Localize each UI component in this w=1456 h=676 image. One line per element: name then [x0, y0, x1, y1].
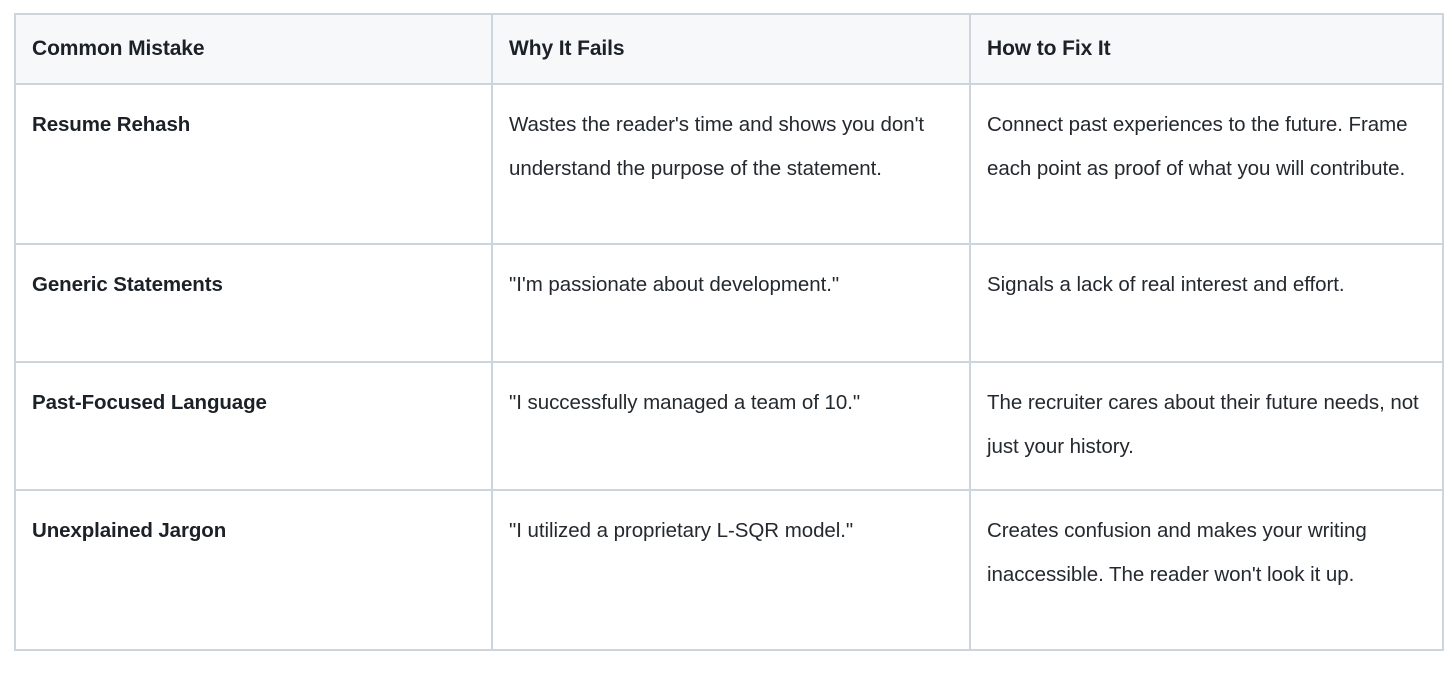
- cell-why-it-fails: "I successfully managed a team of 10.": [491, 361, 971, 492]
- cell-how-to-fix: Connect past experiences to the future. …: [969, 83, 1444, 246]
- cell-why-it-fails: "I'm passionate about development.": [491, 243, 971, 364]
- cell-how-to-fix: The recruiter cares about their future n…: [969, 361, 1444, 492]
- cell-mistake: Past-Focused Language: [14, 361, 493, 492]
- cell-how-to-fix: Signals a lack of real interest and effo…: [969, 243, 1444, 364]
- column-header-how-to-fix-it: How to Fix It: [969, 12, 1444, 86]
- cell-why-it-fails: "I utilized a proprietary L-SQR model.": [491, 489, 971, 652]
- table-row: Unexplained Jargon "I utilized a proprie…: [14, 489, 1444, 652]
- header-row: Common Mistake Why It Fails How to Fix I…: [14, 12, 1444, 86]
- table-body: Resume Rehash Wastes the reader's time a…: [14, 83, 1444, 652]
- cell-mistake: Unexplained Jargon: [14, 489, 493, 652]
- table-header: Common Mistake Why It Fails How to Fix I…: [14, 12, 1444, 86]
- table-row: Generic Statements "I'm passionate about…: [14, 243, 1444, 364]
- table-row: Past-Focused Language "I successfully ma…: [14, 361, 1444, 492]
- column-header-common-mistake: Common Mistake: [14, 12, 493, 86]
- cell-why-it-fails: Wastes the reader's time and shows you d…: [491, 83, 971, 246]
- table-row: Resume Rehash Wastes the reader's time a…: [14, 83, 1444, 246]
- cell-how-to-fix: Creates confusion and makes your writing…: [969, 489, 1444, 652]
- common-mistakes-table: Common Mistake Why It Fails How to Fix I…: [14, 12, 1444, 652]
- column-header-why-it-fails: Why It Fails: [491, 12, 971, 86]
- cell-mistake: Generic Statements: [14, 243, 493, 364]
- cell-mistake: Resume Rehash: [14, 83, 493, 246]
